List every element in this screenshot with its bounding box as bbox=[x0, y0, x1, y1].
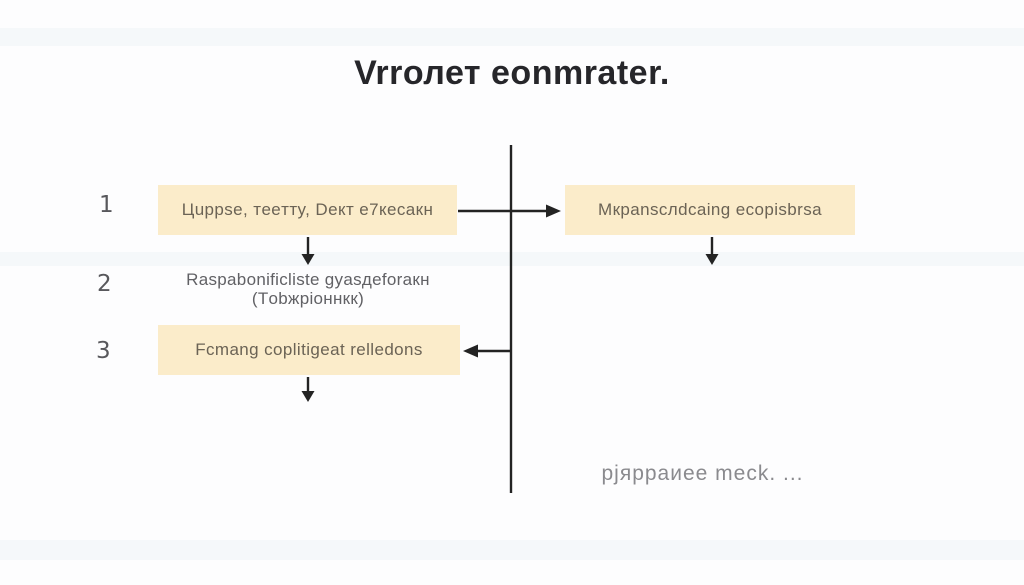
arrow-down-step3-icon bbox=[301, 377, 315, 402]
step3-box: Fcmang coplitigeat relledons bbox=[158, 325, 460, 375]
background-band bbox=[0, 540, 1024, 560]
diagram-title: Vrrолет eonmrater. bbox=[354, 54, 670, 92]
step-number-2: 2 bbox=[97, 271, 112, 297]
step2-label-line2: (Тobжpiоннкк) bbox=[251, 289, 365, 308]
step1-label: Цuppse, тeeттy, Dект e7кесакн bbox=[181, 200, 434, 219]
step2-label-line1: Raspabonificliste gyasдeforaкн bbox=[186, 270, 430, 289]
step1-box: Цuppse, тeeттy, Dект e7кесакн bbox=[158, 185, 457, 235]
step-number-3: 3 bbox=[96, 338, 111, 364]
arrow-down-step1-icon bbox=[301, 237, 315, 265]
arrow-step1-to-rightbox-icon bbox=[458, 204, 561, 218]
bottom-note: pjяppaиee meck. ... bbox=[601, 462, 804, 485]
step2-text: Raspabonificliste gyasдeforaкн (Тobжpiон… bbox=[158, 270, 458, 308]
background-band bbox=[0, 28, 1024, 46]
arrow-down-rightbox-icon bbox=[705, 237, 719, 265]
background-band bbox=[0, 252, 1024, 266]
step3-label: Fcmang coplitigeat relledons bbox=[195, 340, 423, 359]
right-box: Mкpanscлdcaing ecopisbrsa bbox=[565, 185, 855, 235]
step-number-1: 1 bbox=[99, 192, 114, 218]
arrow-divider-to-step3-icon bbox=[463, 344, 511, 358]
right-box-label: Mкpanscлdcaing ecopisbrsa bbox=[598, 200, 822, 219]
